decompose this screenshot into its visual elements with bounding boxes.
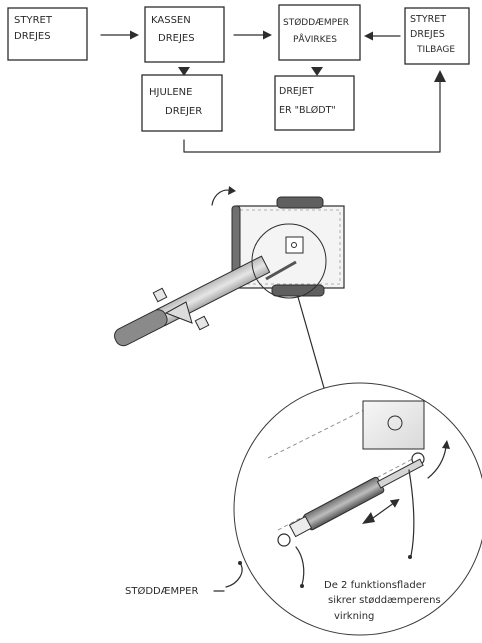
- mount-plate: [363, 401, 424, 449]
- pivot-joint: [278, 534, 290, 546]
- shock-cylinder: [303, 476, 385, 530]
- flow-box-text-line: DREJES: [158, 33, 195, 44]
- flow-box-text-line: ER "BLØDT": [279, 105, 336, 116]
- flow-box-text-line: HJULENE: [149, 87, 192, 98]
- mount-plate-small: [286, 237, 303, 253]
- flow-box-text-line: PÅVIRKES: [293, 33, 337, 45]
- shock-label: STØDDÆMPER: [125, 585, 198, 597]
- flow-box-text-line: TILBAGE: [416, 45, 455, 55]
- motion-arrow-head: [362, 512, 375, 524]
- flow-arrow-up: [434, 70, 446, 82]
- rotation-arrow: [428, 447, 446, 478]
- wheel: [232, 206, 240, 276]
- flow-box-styret-drejes: STYRET DREJES: [8, 8, 87, 60]
- rotation-arrow-head: [442, 440, 450, 449]
- clamp-bolt: [195, 316, 208, 329]
- flow-box-text-line: KASSEN: [151, 15, 191, 26]
- flow-box-kassen-drejes: KASSEN DREJES: [145, 7, 224, 62]
- handlebar-grip: [112, 307, 170, 348]
- flow-box-drejet-er-bloedt: DREJET ER "BLØDT": [275, 76, 354, 130]
- flow-box-text-line: DREJES: [410, 29, 445, 40]
- labels: STØDDÆMPER De 2 funktionsflader sikrer s…: [125, 580, 441, 622]
- leader-line: [409, 470, 414, 556]
- leader-line: [226, 563, 242, 587]
- flow-box-hjulene-drejer: HJULENE DREJER: [142, 75, 222, 131]
- flow-box-text-line: STØDDÆMPER: [283, 17, 349, 28]
- note-line: sikrer støddæmperens: [328, 595, 441, 606]
- flow-box-styret-drejes-tilbage: STYRET DREJES TILBAGE: [405, 8, 469, 64]
- flow-box-text-line: STYRET: [410, 14, 446, 25]
- handlebar: [112, 256, 270, 348]
- wheel: [277, 197, 323, 208]
- flow-diagram: STYRET DREJES KASSEN DREJES STØDDÆMPER P…: [8, 5, 469, 152]
- flow-box-text-line: DREJET: [279, 86, 314, 97]
- leader-line: [296, 547, 304, 585]
- motion-arrow: [373, 500, 398, 518]
- shock-absorber: [289, 455, 426, 539]
- note-line: virkning: [334, 611, 374, 622]
- flow-box-text-line: DREJES: [14, 31, 51, 42]
- steering-sketch: [112, 186, 344, 388]
- leader-dot: [300, 584, 304, 588]
- flow-box-stoeddaemper-paavirkes: STØDDÆMPER PÅVIRKES: [279, 5, 360, 60]
- clamp-bolt: [153, 288, 166, 301]
- zoom-connector: [298, 297, 324, 388]
- guide-line: [268, 409, 366, 458]
- flow-box-text-line: STYRET: [14, 15, 53, 26]
- flow-arrow-down: [311, 67, 323, 76]
- rotation-arrow-head: [228, 186, 236, 195]
- leader-dot: [408, 555, 412, 559]
- leader-dot: [238, 561, 242, 565]
- flow-box-text-line: DREJER: [165, 106, 202, 117]
- note-line: De 2 funktionsflader: [324, 580, 427, 591]
